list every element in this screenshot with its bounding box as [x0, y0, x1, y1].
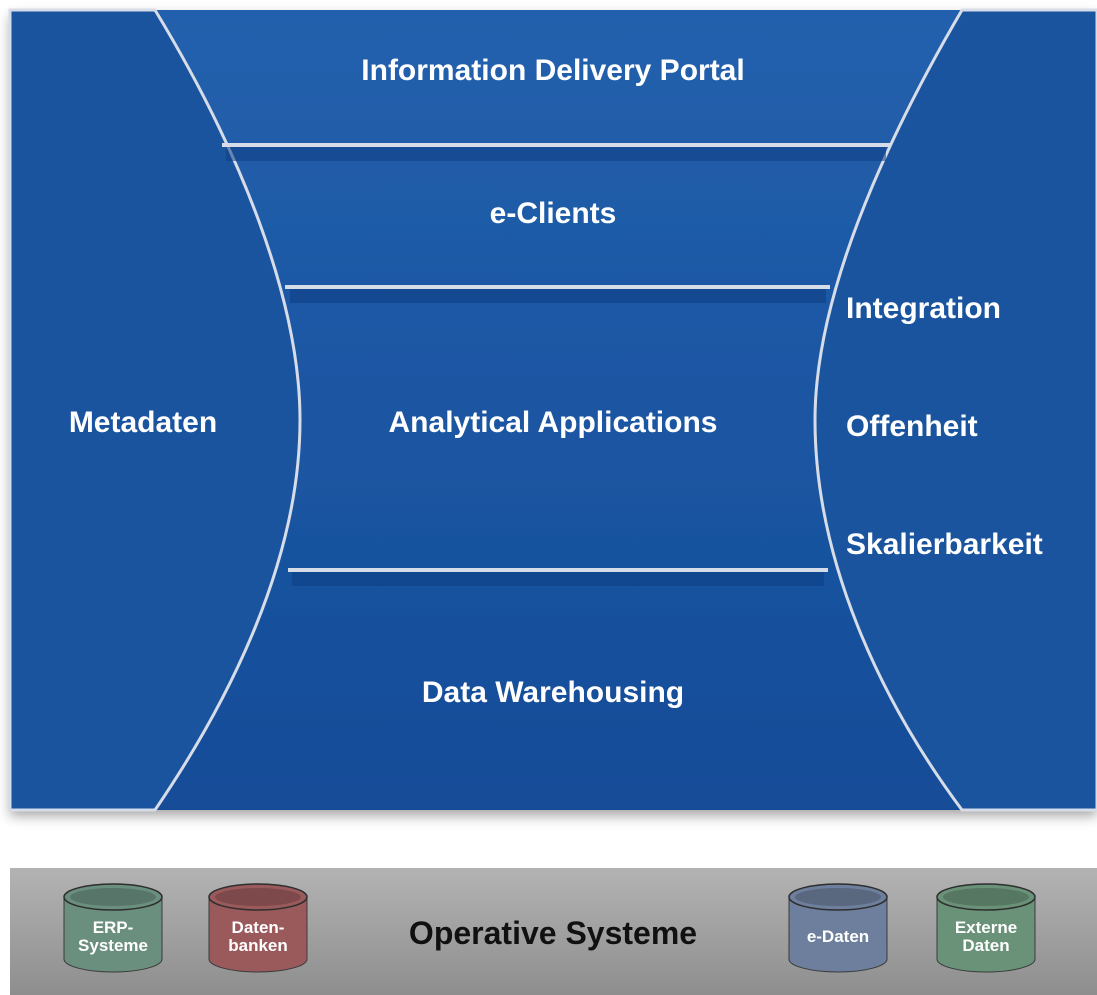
cylinder-top — [936, 883, 1036, 911]
cylinder-top-shade — [215, 888, 301, 906]
operative-bar: Operative Systeme ERP-Systeme Daten-banke… — [10, 868, 1097, 995]
cylinder-label: Daten- — [232, 918, 285, 937]
layer-portal-label: Information Delivery Portal — [361, 54, 744, 87]
shade-clients — [226, 147, 886, 161]
operative-bar-background — [10, 868, 1097, 995]
layer-warehousing-label: Data Warehousing — [422, 676, 684, 709]
cylinder-label: e-Daten — [807, 927, 869, 946]
operative-title: Operative Systeme — [409, 915, 697, 951]
cylinder-body — [63, 896, 163, 973]
cylinder-top-shade — [943, 888, 1029, 906]
cylinder-top — [63, 883, 163, 911]
shade-apps — [290, 289, 826, 303]
offenheit-label: Offenheit — [846, 410, 978, 443]
source-cylinder: ERP-Systeme — [63, 883, 163, 973]
left-panel-metadaten — [8, 8, 302, 812]
metadaten-label: Metadaten — [69, 406, 217, 439]
cylinder-top — [788, 883, 888, 911]
cylinder-label: banken — [228, 936, 288, 955]
source-cylinder: e-Daten — [788, 883, 888, 973]
cylinder-label: Systeme — [78, 936, 148, 955]
cylinder-label: Externe — [955, 918, 1017, 937]
shade-warehouse — [292, 572, 824, 586]
cylinder-label: ERP- — [93, 918, 134, 937]
main-board: Information Delivery Portal e-Clients An… — [8, 8, 1097, 812]
cylinder-body — [208, 896, 308, 973]
integration-label: Integration — [846, 292, 1001, 325]
right-panel-qualities — [813, 8, 1097, 812]
layer-applications-label: Analytical Applications — [389, 406, 718, 439]
cylinder-top-shade — [795, 888, 881, 906]
cylinder-body — [788, 896, 888, 973]
cylinder-body — [936, 896, 1036, 973]
cylinder-top — [208, 883, 308, 911]
cylinder-label: Daten — [962, 936, 1009, 955]
source-cylinder: Daten-banken — [208, 883, 308, 973]
cylinder-top-shade — [70, 888, 156, 906]
skalierbarkeit-label: Skalierbarkeit — [846, 528, 1043, 561]
layer-clients-label: e-Clients — [490, 197, 617, 230]
